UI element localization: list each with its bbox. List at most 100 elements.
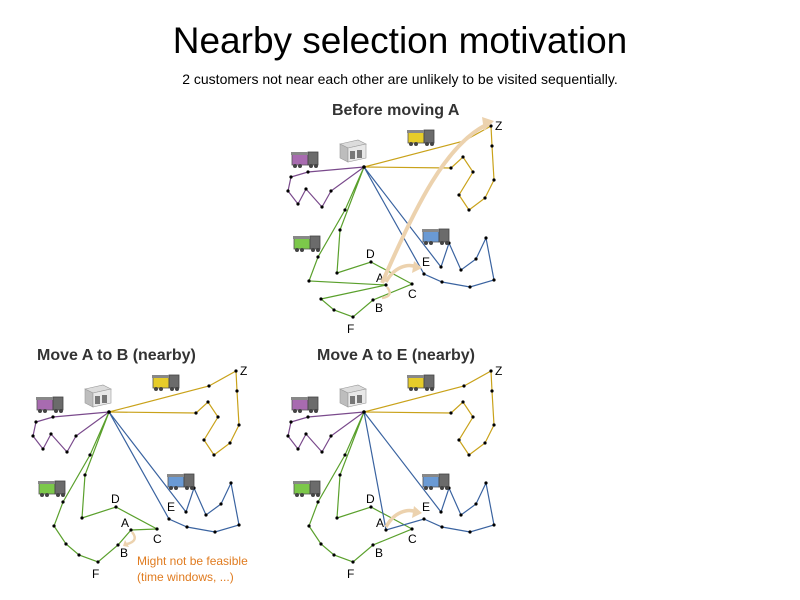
customer-node xyxy=(286,434,290,438)
customer-node xyxy=(235,389,239,393)
customer-node xyxy=(202,438,206,442)
customer-node xyxy=(462,384,466,388)
node-label-b: B xyxy=(375,546,383,560)
customer-node xyxy=(371,543,375,547)
node-label-e: E xyxy=(167,500,175,514)
truck-purple-icon xyxy=(36,396,64,413)
customer-node xyxy=(384,283,388,287)
arrowhead-icon xyxy=(482,117,494,131)
customer-node xyxy=(439,510,443,514)
customer-node xyxy=(467,208,471,212)
feasibility-note-line-2: (time windows, ...) xyxy=(137,570,234,584)
customer-node xyxy=(461,155,465,159)
customer-node xyxy=(335,516,339,520)
customer-node xyxy=(114,505,118,509)
depot-warehouse-icon xyxy=(339,139,367,163)
panel-title-move-a-to-b: Move A to B (nearby) xyxy=(37,347,196,364)
truck-green-icon xyxy=(293,480,321,497)
customer-node xyxy=(471,170,475,174)
depot-node xyxy=(362,165,366,169)
customer-node xyxy=(237,523,241,527)
truck-purple-icon xyxy=(291,151,319,168)
customer-node xyxy=(51,415,55,419)
customer-node xyxy=(439,265,443,269)
truck-green-icon xyxy=(38,480,66,497)
truck-green-icon xyxy=(293,235,321,252)
customer-node xyxy=(343,453,347,457)
arrowhead-icon xyxy=(412,506,422,518)
customer-node xyxy=(304,432,308,436)
customer-node xyxy=(449,411,453,415)
move-arrow-to-b xyxy=(126,531,136,546)
customer-node xyxy=(338,473,342,477)
node-label-c: C xyxy=(153,532,162,546)
customer-node xyxy=(489,369,493,373)
customer-node xyxy=(332,553,336,557)
customer-node xyxy=(351,315,355,319)
customer-node xyxy=(369,260,373,264)
route-blue xyxy=(363,411,495,533)
customer-node xyxy=(286,189,290,193)
customer-node xyxy=(31,434,35,438)
customer-node xyxy=(467,453,471,457)
customer-node xyxy=(440,280,444,284)
node-label-b: B xyxy=(120,546,128,560)
customer-node xyxy=(474,257,478,261)
customer-node xyxy=(461,400,465,404)
customer-node xyxy=(320,205,324,209)
customer-node xyxy=(343,208,347,212)
node-label-d: D xyxy=(366,492,375,506)
route-green xyxy=(308,166,414,318)
customer-node xyxy=(449,166,453,170)
customer-node xyxy=(61,500,65,504)
customer-node xyxy=(34,420,38,424)
customer-node xyxy=(237,423,241,427)
customer-node xyxy=(440,525,444,529)
truck-blue-icon xyxy=(422,228,450,245)
customer-node xyxy=(116,543,120,547)
customer-node xyxy=(229,481,233,485)
customer-node xyxy=(484,481,488,485)
customer-node xyxy=(316,500,320,504)
customer-node xyxy=(64,542,68,546)
customer-node xyxy=(338,228,342,232)
route-purple xyxy=(287,411,365,454)
node-label-f: F xyxy=(347,322,354,336)
node-label-c: C xyxy=(408,287,417,301)
customer-node xyxy=(304,187,308,191)
node-label-d: D xyxy=(111,492,120,506)
customer-node xyxy=(289,175,293,179)
node-label-f: F xyxy=(92,567,99,581)
customer-node xyxy=(457,438,461,442)
customer-node xyxy=(459,513,463,517)
node-label-a: A xyxy=(376,516,384,530)
feasibility-note: Might not be feasible (time windows, ...… xyxy=(137,553,248,585)
node-label-e: E xyxy=(422,255,430,269)
customer-node xyxy=(351,560,355,564)
customer-node xyxy=(457,193,461,197)
truck-blue-icon xyxy=(422,473,450,490)
customer-node xyxy=(80,516,84,520)
customer-node xyxy=(489,124,493,128)
customer-node xyxy=(492,278,496,282)
node-label-e: E xyxy=(422,500,430,514)
panel-title-move-a-to-e: Move A to E (nearby) xyxy=(317,347,475,364)
node-label-a: A xyxy=(121,516,129,530)
customer-node xyxy=(184,510,188,514)
customer-node xyxy=(492,178,496,182)
truck-yellow-icon xyxy=(407,129,435,146)
customer-node xyxy=(471,415,475,419)
route-yellow xyxy=(108,370,240,456)
customer-node xyxy=(296,447,300,451)
customer-node xyxy=(129,528,133,532)
customer-node xyxy=(329,434,333,438)
depot-node xyxy=(107,410,111,414)
node-label-d: D xyxy=(366,247,375,261)
customer-node xyxy=(74,434,78,438)
page-subtitle: 2 customers not near each other are unli… xyxy=(182,71,618,87)
move-arrow-to-e xyxy=(384,508,417,528)
route-green xyxy=(308,411,414,563)
customer-node xyxy=(289,420,293,424)
move-arrow-to-z xyxy=(380,123,487,284)
